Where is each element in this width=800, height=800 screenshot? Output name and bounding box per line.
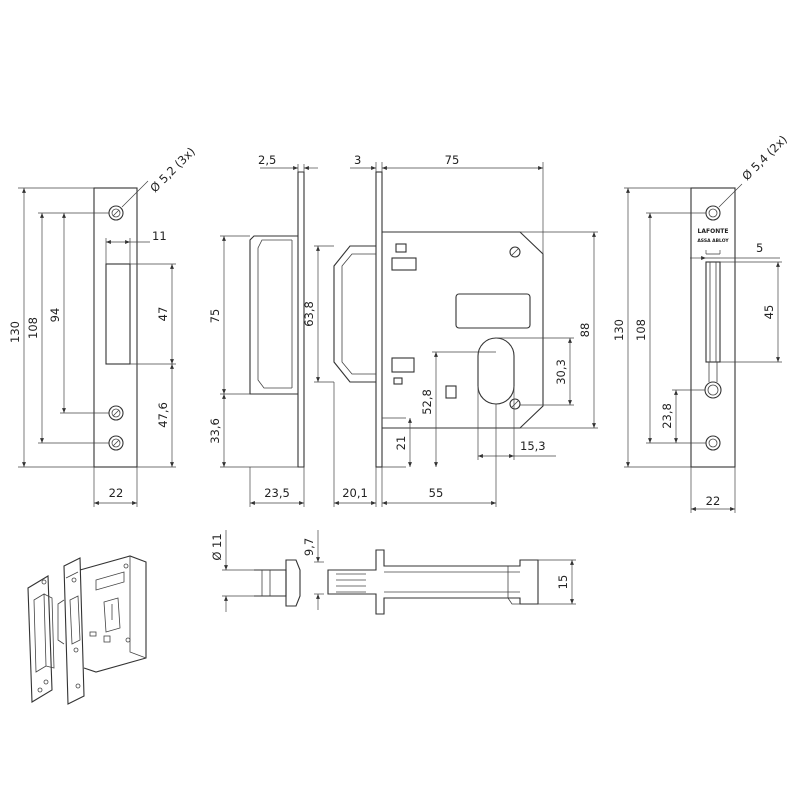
strike-box-outer bbox=[249, 235, 298, 395]
latch-outer bbox=[333, 245, 376, 383]
strike-plate-view: Ø 5,2 (3x) 130 108 94 11 47 47,6 bbox=[8, 144, 198, 507]
faceplate-hole-note: Ø 5,4 (2x) bbox=[739, 132, 790, 183]
latch-height-dim: 63,8 bbox=[302, 301, 316, 327]
lock-body-width-dim: 75 bbox=[445, 153, 460, 167]
strike-hole-span-dim: 108 bbox=[26, 317, 40, 339]
strike-profile-depth-dim: 23,5 bbox=[264, 486, 290, 500]
strike-box-inner bbox=[257, 239, 292, 389]
strike-profile-lower-dim: 33,6 bbox=[208, 418, 222, 444]
center-hole-offset-dim: 23,8 bbox=[660, 403, 674, 429]
bolt-head-dim: 9,7 bbox=[302, 538, 316, 556]
strike-screw-hole-bottom bbox=[108, 435, 124, 451]
faceplate-width-dim: 22 bbox=[706, 494, 721, 508]
lock-window bbox=[455, 293, 531, 329]
latch-inner bbox=[341, 253, 376, 375]
lock-screw-top bbox=[509, 246, 521, 258]
svg-text:ASSA ABLOY: ASSA ABLOY bbox=[697, 238, 729, 244]
strike-lower-dim: 47,6 bbox=[156, 402, 170, 428]
strike-opening-width-dim: 11 bbox=[152, 229, 167, 243]
lock-small-slot-3 bbox=[391, 357, 415, 373]
strike-screw-hole-top bbox=[108, 205, 124, 221]
faceplate-screw-hole-bottom bbox=[705, 435, 721, 451]
lock-small-slot-2 bbox=[391, 257, 417, 271]
strike-profile-view: 2,5 75 33,6 23,5 bbox=[208, 153, 318, 507]
lock-small-slot-4 bbox=[393, 377, 403, 385]
latch-projection-dim: 20,1 bbox=[342, 486, 368, 500]
strike-thickness-dim: 2,5 bbox=[258, 153, 276, 167]
lock-small-slot-5 bbox=[445, 385, 457, 399]
strike-opening bbox=[105, 263, 131, 365]
lower-offset-dim: 21 bbox=[394, 436, 408, 451]
faceplate-outline bbox=[690, 187, 736, 468]
keyhole bbox=[477, 337, 515, 405]
bolt-body bbox=[327, 549, 539, 615]
slot-height-dim: 45 bbox=[762, 305, 776, 320]
brand-logo: LAFONTE ASSA ABLOY bbox=[697, 228, 729, 244]
keyhole-offset-dim: 15,3 bbox=[520, 439, 546, 453]
slot-width-dim: 5 bbox=[756, 241, 763, 255]
lock-body-height-dim: 88 bbox=[578, 323, 592, 338]
strike-height-dim: 130 bbox=[8, 321, 22, 343]
lock-small-slot-1 bbox=[395, 243, 407, 253]
lock-body-view: 3 75 63,8 88 30,3 52,8 21 15,3 bbox=[302, 153, 598, 507]
backset-dim: 55 bbox=[429, 486, 444, 500]
faceplate-screw-hole-top bbox=[705, 205, 721, 221]
keyhole-height-dim: 30,3 bbox=[554, 359, 568, 385]
latch-slot bbox=[705, 261, 721, 363]
faceplate-view: LAFONTE ASSA ABLOY Ø 5,4 (2x) 130 108 bbox=[612, 132, 790, 513]
faceplate-hole-span-dim: 108 bbox=[634, 319, 648, 341]
strike-hole-span-2-dim: 94 bbox=[48, 308, 62, 323]
strike-hole-note: Ø 5,2 (3x) bbox=[147, 144, 198, 195]
follower-height-dim: 52,8 bbox=[420, 389, 434, 415]
lock-faceplate-thickness-dim: 3 bbox=[354, 153, 361, 167]
bolt-cap-head bbox=[285, 559, 301, 607]
faceplate-center-hole bbox=[704, 381, 722, 399]
strike-width-dim: 22 bbox=[109, 486, 124, 500]
svg-text:LAFONTE: LAFONTE bbox=[698, 228, 729, 235]
lock-case-outline bbox=[382, 231, 544, 429]
strike-screw-hole-middle bbox=[108, 405, 124, 421]
isometric-view bbox=[27, 555, 147, 705]
iso-faceplate bbox=[63, 557, 85, 705]
strike-profile-height-dim: 75 bbox=[208, 309, 222, 324]
lock-faceplate-edge bbox=[375, 171, 383, 468]
bolt-view: Ø 11 9,7 15 bbox=[210, 530, 576, 615]
iso-lock-case bbox=[79, 555, 147, 673]
bolt-height-dim: 15 bbox=[556, 575, 570, 590]
faceplate-height-dim: 130 bbox=[612, 319, 626, 341]
lock-screw-bottom bbox=[509, 398, 521, 410]
bolt-diameter-dim: Ø 11 bbox=[210, 533, 224, 560]
strike-plate-outline bbox=[93, 187, 138, 468]
strike-opening-height-dim: 47 bbox=[156, 307, 170, 322]
iso-strike-plate bbox=[27, 575, 53, 703]
